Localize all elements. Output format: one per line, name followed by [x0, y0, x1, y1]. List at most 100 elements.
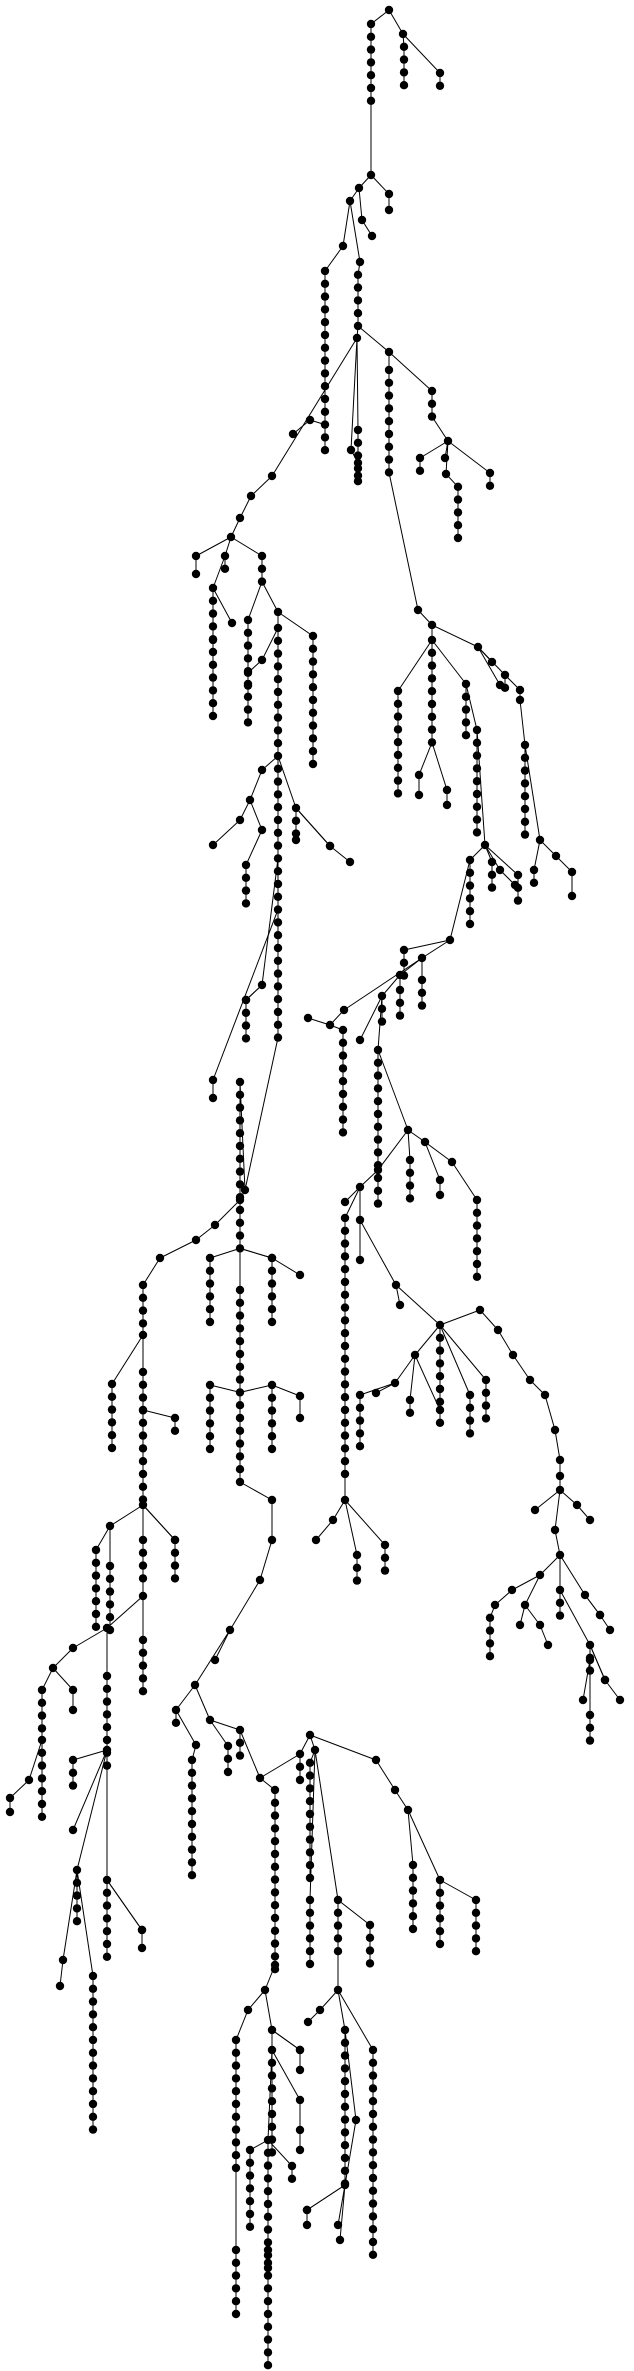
tree-node [231, 2087, 241, 2096]
tree-edge [337, 2184, 346, 2226]
tree-node [447, 1157, 457, 1167]
tree-node [138, 1661, 148, 1670]
tree-edge [250, 475, 273, 497]
tree-node [208, 622, 218, 631]
tree-node [305, 1809, 315, 1819]
tree-node [235, 1738, 245, 1748]
tree-node [368, 2122, 378, 2131]
tree-node [58, 1955, 68, 1965]
tree-node [302, 2220, 312, 2230]
tree-node [427, 674, 437, 683]
tree-edge [175, 1709, 197, 1746]
tree-node [320, 356, 330, 365]
tree-node [72, 1865, 82, 1875]
tree-node [243, 668, 253, 677]
tree-node [472, 1234, 482, 1243]
tree-node [241, 1008, 251, 1017]
tree-edge [359, 1219, 397, 1286]
tree-node [308, 747, 318, 756]
tree-node [487, 870, 497, 879]
tree-node [37, 1698, 47, 1708]
tree-edge [52, 1667, 74, 1691]
tree-node [223, 1767, 233, 1777]
tree-node [107, 1418, 117, 1427]
tree-node [352, 1550, 362, 1560]
tree-node [273, 828, 283, 837]
tree-node [243, 718, 253, 727]
tree-node [105, 1521, 115, 1531]
tree-node [353, 438, 363, 447]
tree-node [231, 2163, 241, 2173]
tree-node [231, 2151, 241, 2160]
tree-node [373, 1148, 383, 1157]
tree-node [395, 998, 405, 1007]
tree-node [408, 1899, 418, 1908]
tree-node [405, 1194, 415, 1203]
tree-node [368, 2084, 378, 2093]
tree-node [472, 751, 482, 760]
tree-node [595, 1610, 605, 1620]
tree-node [241, 873, 251, 882]
tree-node [255, 1575, 265, 1585]
tree-edge [337, 1899, 371, 1926]
tree-edge [195, 536, 232, 557]
tree-node [338, 241, 348, 251]
tree-node [270, 1888, 280, 1897]
tree-node [257, 825, 267, 835]
tree-node [273, 687, 283, 697]
tree-edge [388, 9, 404, 35]
tree-node [205, 1444, 215, 1454]
tree-node [435, 81, 445, 91]
tree-edge [431, 416, 449, 442]
tree-node [138, 1280, 148, 1290]
tree-node [352, 1563, 362, 1573]
tree-node [37, 1685, 47, 1695]
tree-node [308, 644, 318, 653]
tree-node [273, 931, 283, 940]
tree-node [377, 1017, 387, 1026]
tree-node [270, 1939, 280, 1948]
tree-node [340, 1405, 350, 1415]
tree-node [368, 2237, 378, 2247]
tree-node [365, 1920, 375, 1930]
tree-node [263, 2212, 273, 2221]
tree-node [368, 2135, 378, 2144]
tree-edge [431, 742, 448, 791]
tree-node [138, 1535, 148, 1545]
tree-node [480, 840, 490, 850]
tree-node [305, 415, 315, 425]
tree-node [320, 407, 330, 416]
tree-node [37, 1787, 47, 1796]
tree-node [393, 699, 403, 708]
tree-node [485, 468, 495, 478]
tree-node [320, 382, 330, 391]
tree-node [273, 751, 283, 761]
tree-node [205, 1266, 215, 1276]
tree-node [138, 1635, 148, 1645]
tree-node [102, 1671, 112, 1681]
tree-node [340, 1329, 350, 1338]
tree-node [351, 2115, 361, 2125]
tree-node [355, 1429, 365, 1438]
tree-node [245, 2209, 255, 2219]
tree-node [267, 1253, 277, 1263]
tree-node [380, 1540, 390, 1550]
tree-node [485, 1652, 495, 1661]
tree-node [340, 1444, 350, 1453]
tree-node [273, 969, 283, 978]
tree-node [472, 1208, 482, 1218]
tree-node [485, 481, 495, 490]
tree-node [308, 708, 318, 717]
tree-node [368, 2148, 378, 2157]
tree-node [393, 725, 403, 734]
tree-edge [52, 1647, 74, 1669]
tree-node [338, 1102, 348, 1112]
tree-edge [261, 627, 279, 661]
tree-node [187, 1781, 197, 1790]
tree-node [373, 1199, 383, 1208]
tree-node [320, 279, 330, 288]
tree-node [235, 1426, 245, 1436]
tree-edge [111, 1334, 144, 1385]
tree-node [399, 81, 409, 90]
tree-node [88, 1971, 98, 1981]
